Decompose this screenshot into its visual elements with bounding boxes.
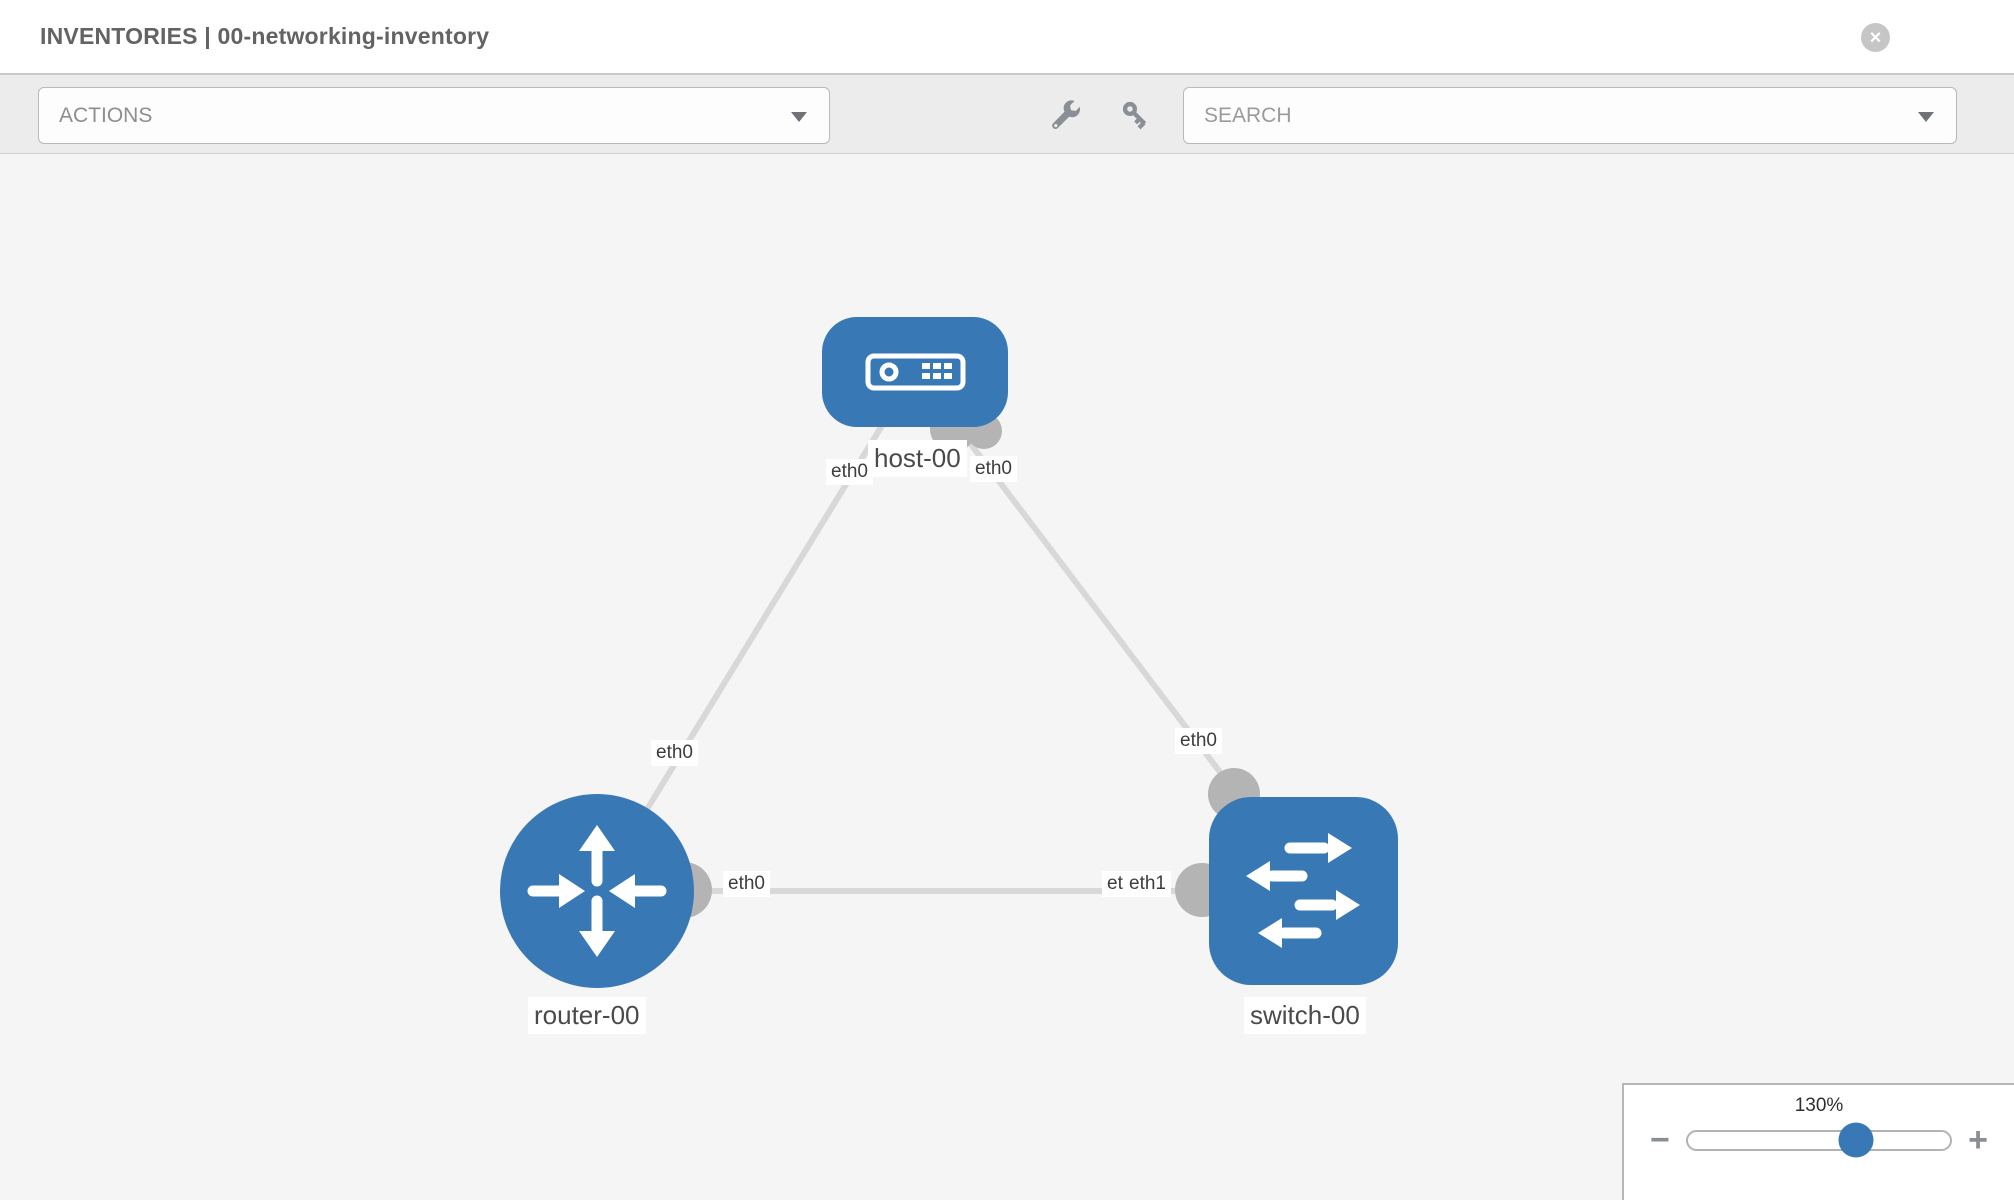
iface-label-switch-eth0: eth0 xyxy=(1175,728,1222,754)
zoom-panel: 130% − + xyxy=(1622,1083,2014,1200)
host-icon xyxy=(865,353,966,391)
key-icon xyxy=(1122,101,1147,130)
node-label-host: host-00 xyxy=(868,440,967,477)
credentials-button[interactable] xyxy=(1114,89,1158,141)
close-icon[interactable]: × xyxy=(1861,23,1890,52)
node-label-router: router-00 xyxy=(528,997,646,1034)
chevron-down-icon xyxy=(1918,111,1934,122)
configure-button[interactable] xyxy=(1044,89,1088,141)
iface-label-host-eth0-left: eth0 xyxy=(826,459,873,485)
node-label-switch: switch-00 xyxy=(1244,997,1366,1034)
search-dropdown-label: SEARCH xyxy=(1204,103,1292,127)
zoom-level-value: 130% xyxy=(1794,1095,1844,1116)
router-icon xyxy=(527,825,667,957)
zoom-in-button[interactable]: + xyxy=(1968,1121,1988,1159)
wrench-icon xyxy=(1052,100,1081,129)
header-bar: INVENTORIES | 00-networking-inventory × xyxy=(0,0,2014,73)
zoom-slider-track[interactable] xyxy=(1685,1122,1953,1158)
iface-label-host-eth0-right: eth0 xyxy=(970,456,1017,482)
node-switch-00[interactable] xyxy=(1209,797,1398,985)
iface-label-switch-eth1: eth1 xyxy=(1124,871,1171,897)
iface-label-router-eth0: eth0 xyxy=(723,871,770,897)
search-dropdown[interactable]: SEARCH xyxy=(1183,87,1957,144)
zoom-slider-thumb[interactable] xyxy=(1838,1122,1874,1158)
toolbar: ACTIONS SEARCH xyxy=(0,73,2014,154)
node-host-00[interactable] xyxy=(822,317,1008,427)
node-router-00[interactable] xyxy=(500,794,694,988)
link-router-host[interactable] xyxy=(594,368,919,893)
switch-icon xyxy=(1246,833,1360,948)
actions-dropdown[interactable]: ACTIONS xyxy=(38,87,830,144)
zoom-out-button[interactable]: − xyxy=(1650,1121,1670,1159)
page-title: INVENTORIES | 00-networking-inventory xyxy=(40,23,490,49)
iface-label-router-eth0-uplink: eth0 xyxy=(651,740,698,766)
actions-dropdown-label: ACTIONS xyxy=(59,103,153,127)
chevron-down-icon xyxy=(791,111,807,122)
iface-label-switch-eth1-overlap: eth0 eth1 xyxy=(1102,871,2014,897)
zoom-slider-row: − + xyxy=(1624,1121,2014,1159)
